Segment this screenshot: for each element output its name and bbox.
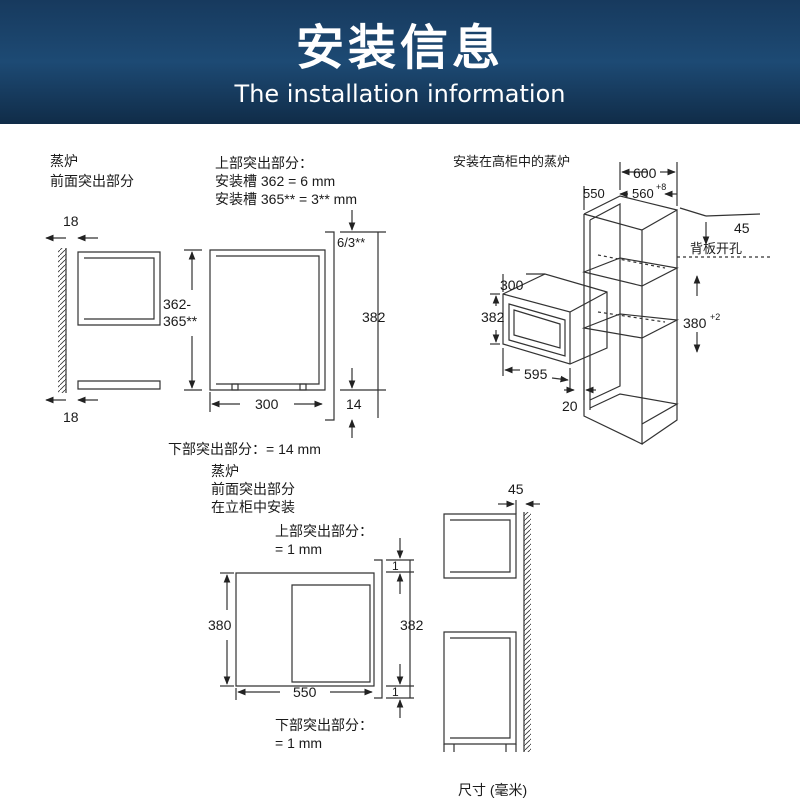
d2-dashed-3 [597,311,666,323]
d2-dim-380: 380 [683,315,707,331]
d2-dashed-2 [597,254,666,269]
d3-cab-upper [443,513,517,579]
d3-wall-hatch [524,512,531,752]
d1-wall-hatch [58,248,66,393]
d2-shelf-1 [581,257,679,287]
d1-oven-body [209,249,326,391]
d1-dim-6-3: 6/3** [337,235,365,250]
d3-label-3: 在立柜中安装 [211,499,295,515]
d1-oven-inner [216,255,320,385]
d2-dim-595-r [551,375,569,383]
d1-dim-18-bottom: 18 [63,409,79,425]
d3-label-2: 前面突出部分 [211,481,295,497]
d1-label-1: 蒸炉 [50,153,78,169]
d1-cabinet-upper [77,251,161,326]
d3-oven-body [235,572,375,687]
d3-bottom-title: 下部突出部分： [275,717,373,733]
d3-dim-382: 382 [400,617,424,633]
d2-shelf-3 [589,393,679,425]
installation-drawings: 蒸炉 前面突出部分 上部突出部分： 安装槽 362 = 6 mm 安装槽 365… [45,153,770,798]
d3-top-value: = 1 mm [275,541,322,557]
d2-title: 安装在高柜中的蒸炉 [453,154,570,169]
d2-dim-382: 382 [481,309,505,325]
d2-oven-window [513,309,561,349]
d3-cab-upper-inner [450,519,511,573]
d3-dim-1-bottom: 1 [392,685,399,699]
d2-dim-560: 560 [632,186,654,201]
d1-dim-382: 382 [362,309,386,325]
d3-dim-550: 550 [293,684,317,700]
d2-dim-595: 595 [524,366,548,382]
diagram-tall-cabinet: 安装在高柜中的蒸炉 600 550 560 +8 [453,154,770,445]
d1-dim-18-top: 18 [63,213,79,229]
d2-cabinet-inner [589,203,621,401]
d2-dim-45: 45 [734,220,750,236]
d3-cab-lower [443,631,517,745]
d2-dim-600: 600 [633,165,657,181]
d2-oven-door [508,303,566,357]
d3-bottom-value: = 1 mm [275,735,322,751]
d3-top-title: 上部突出部分： [275,523,373,539]
unit-label: 尺寸 (毫米) [458,782,527,798]
d2-dim-550-text: 550 [583,186,605,201]
d2-dim-560-sup: +8 [656,182,666,192]
d2-back-hole: 背板开孔 [690,241,742,256]
d1-cabinet-upper-inner [84,257,155,320]
header-banner: 安装信息 The installation information [0,0,800,124]
d1-top-title: 上部突出部分： [215,155,313,171]
d2-dim-20: 20 [562,398,578,414]
d1-label-2: 前面突出部分 [50,173,134,189]
d1-dim-14: 14 [346,396,362,412]
d1-dim-362-b: 365** [163,313,198,329]
diagram-upright-cabinet: 蒸炉 前面突出部分 在立柜中安装 上部突出部分： = 1 mm 380 1 38… [208,463,540,798]
d1-top-line1: 安装槽 362 = 6 mm [215,173,335,189]
d1-top-line2: 安装槽 365** = 3** mm [215,191,357,207]
d1-front-panel [325,231,335,421]
d3-dim-380: 380 [208,617,232,633]
d1-cabinet-base [77,380,161,390]
d1-foot-2 [299,383,307,391]
d3-dim-45: 45 [508,481,524,497]
d1-bottom-note: 下部突出部分：= 14 mm [168,441,321,457]
header-title: 安装信息 [295,20,504,76]
d2-shelf-2 [581,313,680,339]
d1-dim-300: 300 [255,396,279,412]
d3-front-panel [374,559,383,699]
d3-oven-inner [291,584,371,683]
d2-line-45-a [679,207,707,217]
d1-foot-1 [231,383,239,391]
header-subtitle: The installation information [234,80,566,108]
diagram-front-projection: 蒸炉 前面突出部分 上部突出部分： 安装槽 362 = 6 mm 安装槽 365… [45,153,386,457]
d1-dim-362-a: 362- [163,296,191,312]
d3-dim-1-top: 1 [392,559,399,573]
d2-oven-top-edge [502,291,608,313]
d3-label-1: 蒸炉 [211,463,239,479]
d2-cabinet-top-edge [583,213,643,231]
d2-line-45-b [705,213,761,217]
d2-dim-380-sup: +2 [710,312,720,322]
d3-cab-lower-inner [450,637,511,739]
d2-dim-300: 300 [500,277,524,293]
